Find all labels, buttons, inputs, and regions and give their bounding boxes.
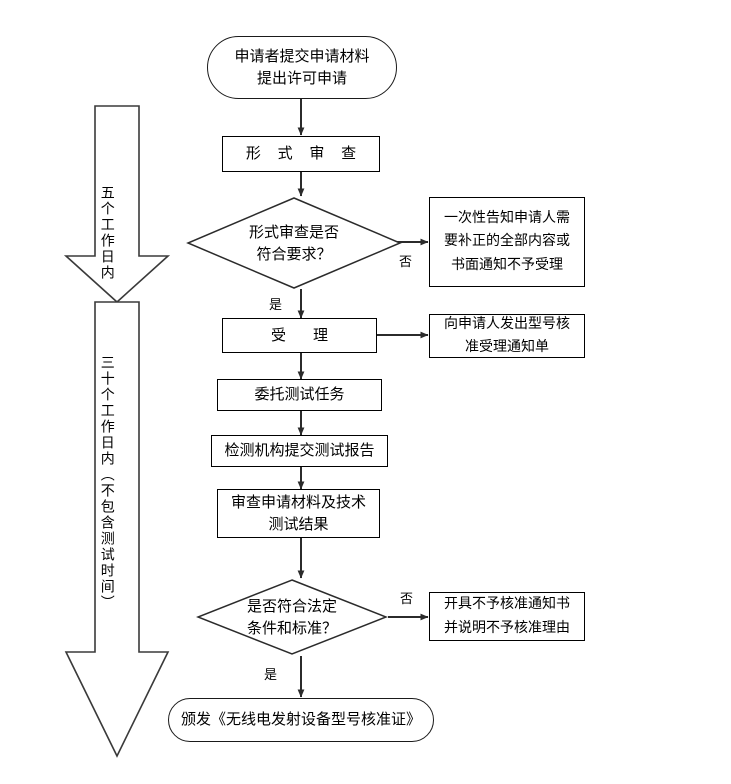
node-review-materials: 审查申请材料及技术 测试结果 xyxy=(217,489,380,538)
node-note-acceptance-notice: 向申请人发出型号核 准受理通知单 xyxy=(429,314,585,358)
node-entrust-test: 委托测试任务 xyxy=(217,379,382,411)
node-note-rejection-notice: 开具不予核准通知书 并说明不予核准理由 xyxy=(429,592,585,641)
timeline-arrow-phase2 xyxy=(64,301,170,758)
node-start: 申请者提交申请材料 提出许可申请 xyxy=(207,36,397,99)
timeline-arrow-phase1 xyxy=(63,105,171,304)
node-issue-certificate: 颁发《无线电发射设备型号核准证》 xyxy=(168,698,434,742)
node-decision-legal-standards: 是否符合法定 条件和标准？ xyxy=(196,578,388,656)
node-test-report: 检测机构提交测试报告 xyxy=(211,435,388,467)
edge-label-decision1-no: 否 xyxy=(399,255,413,270)
node-accept: 受 理 xyxy=(222,318,377,353)
node-decision-form-review: 形式审查是否 符合要求？ xyxy=(186,196,402,290)
edge-label-decision1-yes: 是 xyxy=(269,298,283,313)
node-note-supplement-or-reject: 一次性告知申请人需 要补正的全部内容或 书面通知不予受理 xyxy=(429,197,585,287)
timeline-label-phase1: 五个工作日内 xyxy=(98,185,115,281)
decision-form-review-label: 形式审查是否 符合要求？ xyxy=(248,222,339,264)
node-form-review: 形 式 审 查 xyxy=(222,136,380,172)
timeline-label-phase2: 三十个工作日内（不包含测试时间） xyxy=(98,355,115,611)
edge-label-decision2-yes: 是 xyxy=(264,668,278,683)
edge-label-decision2-no: 否 xyxy=(400,592,414,607)
decision-legal-standards-label: 是否符合法定 条件和标准？ xyxy=(246,596,337,638)
